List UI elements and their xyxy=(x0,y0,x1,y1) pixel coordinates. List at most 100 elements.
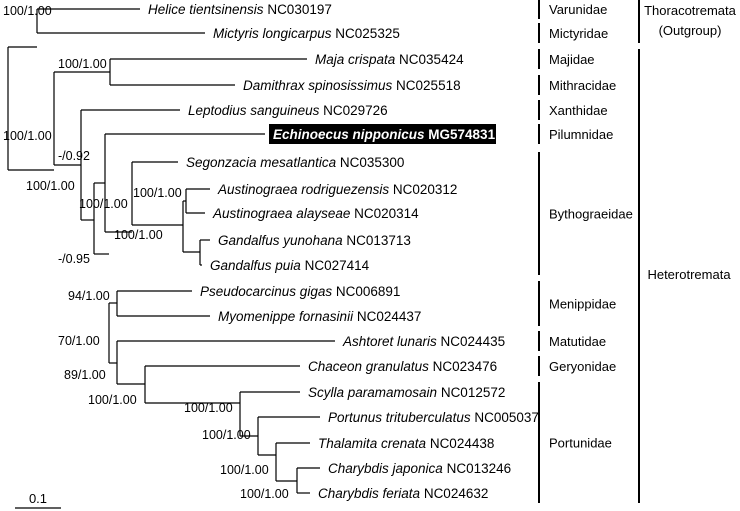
species-name: Gandalfus yunohana xyxy=(218,233,343,248)
support-value: 100/1.00 xyxy=(202,428,251,442)
species-name: Segonzacia mesatlantica xyxy=(186,155,337,170)
support-value: 100/1.00 xyxy=(133,186,182,200)
accession-number: NC005037 xyxy=(471,410,539,425)
family-labels: VarunidaeMictyridaeMajidaeMithracidaeXan… xyxy=(538,0,633,503)
species-name: Myomenippe fornasinii xyxy=(218,309,354,324)
support-value: 100/1.00 xyxy=(26,179,75,193)
species-name: Damithrax spinosissimus xyxy=(243,78,393,93)
taxon-label: Mictyris longicarpus NC025325 xyxy=(213,26,400,41)
support-value: 94/1.00 xyxy=(68,289,110,303)
accession-number: NC020314 xyxy=(350,206,419,221)
taxon-label: Gandalfus yunohana NC013713 xyxy=(218,233,411,248)
species-name: Pseudocarcinus gigas xyxy=(200,284,332,299)
taxon-label: Portunus trituberculatus NC005037 xyxy=(328,410,539,425)
accession-number: NC024438 xyxy=(426,436,494,451)
family-label: Matutidae xyxy=(549,334,606,349)
species-name: Mictyris longicarpus xyxy=(213,26,332,41)
taxon-label: Segonzacia mesatlantica NC035300 xyxy=(186,155,404,170)
species-name: Chaceon granulatus xyxy=(308,359,429,374)
accession-number: NC012572 xyxy=(437,385,505,400)
species-name: Scylla paramamosain xyxy=(308,385,437,400)
support-value: 100/1.00 xyxy=(79,197,128,211)
species-name: Leptodius sanguineus xyxy=(188,103,320,118)
species-name: Charybdis feriata xyxy=(318,486,421,501)
species-name: Helice tientsinensis xyxy=(148,2,264,17)
support-value: 100/1.00 xyxy=(3,129,52,143)
accession-number: NC025325 xyxy=(332,26,400,41)
accession-number: NC024435 xyxy=(437,334,505,349)
family-label: Bythograeidae xyxy=(549,207,633,222)
species-name: Portunus trituberculatus xyxy=(328,410,471,425)
accession-number: NC029726 xyxy=(319,103,387,118)
accession-number: NC025518 xyxy=(392,78,460,93)
support-value: 89/1.00 xyxy=(64,368,106,382)
species-name: Gandalfus puia xyxy=(210,258,301,273)
species-name: Maja crispata xyxy=(315,52,396,67)
accession-number: NC030197 xyxy=(264,2,332,17)
group-labels: Thoracotremata (Outgroup) Heterotremata xyxy=(638,0,737,503)
family-label: Mictyridae xyxy=(549,26,608,41)
support-value: 70/1.00 xyxy=(58,334,100,348)
group-label-thoracotremata: Thoracotremata xyxy=(644,3,737,18)
taxon-label: Damithrax spinosissimus NC025518 xyxy=(243,78,461,93)
accession-number: NC024632 xyxy=(420,486,488,501)
species-name: Austinograea alayseae xyxy=(212,206,350,221)
accession-number: NC013246 xyxy=(443,461,511,476)
taxon-label: Austinograea rodriguezensis NC020312 xyxy=(217,182,457,197)
taxon-label: Charybdis feriata NC024632 xyxy=(318,486,488,501)
support-value: 100/1.00 xyxy=(220,463,269,477)
support-value: 100/1.00 xyxy=(58,57,107,71)
support-value: 100/1.00 xyxy=(88,393,137,407)
accession-number: NC027414 xyxy=(301,258,370,273)
accession-number: NC020312 xyxy=(389,182,457,197)
support-value: 100/1.00 xyxy=(3,4,52,18)
taxon-label: Thalamita crenata NC024438 xyxy=(318,436,494,451)
accession-number: NC013713 xyxy=(343,233,411,248)
group-label-heterotremata: Heterotremata xyxy=(647,267,731,282)
taxon-label: Myomenippe fornasinii NC024437 xyxy=(218,309,421,324)
scale-bar: 0.1 xyxy=(15,491,61,509)
accession-number: MG574831 xyxy=(425,127,496,142)
accession-number: NC006891 xyxy=(332,284,400,299)
taxon-label: Ashtoret lunaris NC024435 xyxy=(342,334,505,349)
taxon-highlight-box xyxy=(269,124,496,144)
taxon-label: Leptodius sanguineus NC029726 xyxy=(188,103,388,118)
species-name: Austinograea rodriguezensis xyxy=(217,182,389,197)
accession-number: NC035424 xyxy=(395,52,464,67)
taxon-label: Scylla paramamosain NC012572 xyxy=(308,385,505,400)
family-label: Mithracidae xyxy=(549,78,616,93)
taxon-label: Charybdis japonica NC013246 xyxy=(328,461,511,476)
taxon-label: Chaceon granulatus NC023476 xyxy=(308,359,497,374)
family-label: Portunidae xyxy=(549,436,612,451)
species-name: Thalamita crenata xyxy=(318,436,427,451)
taxon-label: Austinograea alayseae NC020314 xyxy=(212,206,419,221)
scale-bar-label: 0.1 xyxy=(29,491,47,506)
taxon-label-highlighted: Echinoecus nipponicus MG574831 xyxy=(273,127,496,142)
support-value: -/0.95 xyxy=(58,252,90,266)
support-value: 100/1.00 xyxy=(114,228,163,242)
support-labels: 100/1.00 100/1.00 100/1.00 -/0.92 100/1.00 10… xyxy=(3,4,289,501)
accession-number: NC024437 xyxy=(353,309,421,324)
family-label: Majidae xyxy=(549,52,595,67)
taxon-label: Gandalfus puia NC027414 xyxy=(210,258,370,273)
species-name: Charybdis japonica xyxy=(328,461,443,476)
taxon-label: Helice tientsinensis NC030197 xyxy=(148,2,332,17)
family-label: Pilumnidae xyxy=(549,127,613,142)
support-value: -/0.92 xyxy=(58,149,90,163)
accession-number: NC023476 xyxy=(429,359,497,374)
accession-number: NC035300 xyxy=(336,155,404,170)
tree-branches xyxy=(7,8,335,494)
support-value: 100/1.00 xyxy=(240,487,289,501)
family-label: Varunidae xyxy=(549,2,607,17)
support-value: 100/1.00 xyxy=(184,401,233,415)
family-label: Menippidae xyxy=(549,297,616,312)
family-label: Xanthidae xyxy=(549,103,608,118)
group-label-outgroup: (Outgroup) xyxy=(659,23,722,38)
species-name: Ashtoret lunaris xyxy=(342,334,437,349)
species-name: Echinoecus nipponicus xyxy=(273,127,425,142)
taxon-label: Pseudocarcinus gigas NC006891 xyxy=(200,284,400,299)
taxon-label: Maja crispata NC035424 xyxy=(315,52,464,67)
family-label: Geryonidae xyxy=(549,359,616,374)
